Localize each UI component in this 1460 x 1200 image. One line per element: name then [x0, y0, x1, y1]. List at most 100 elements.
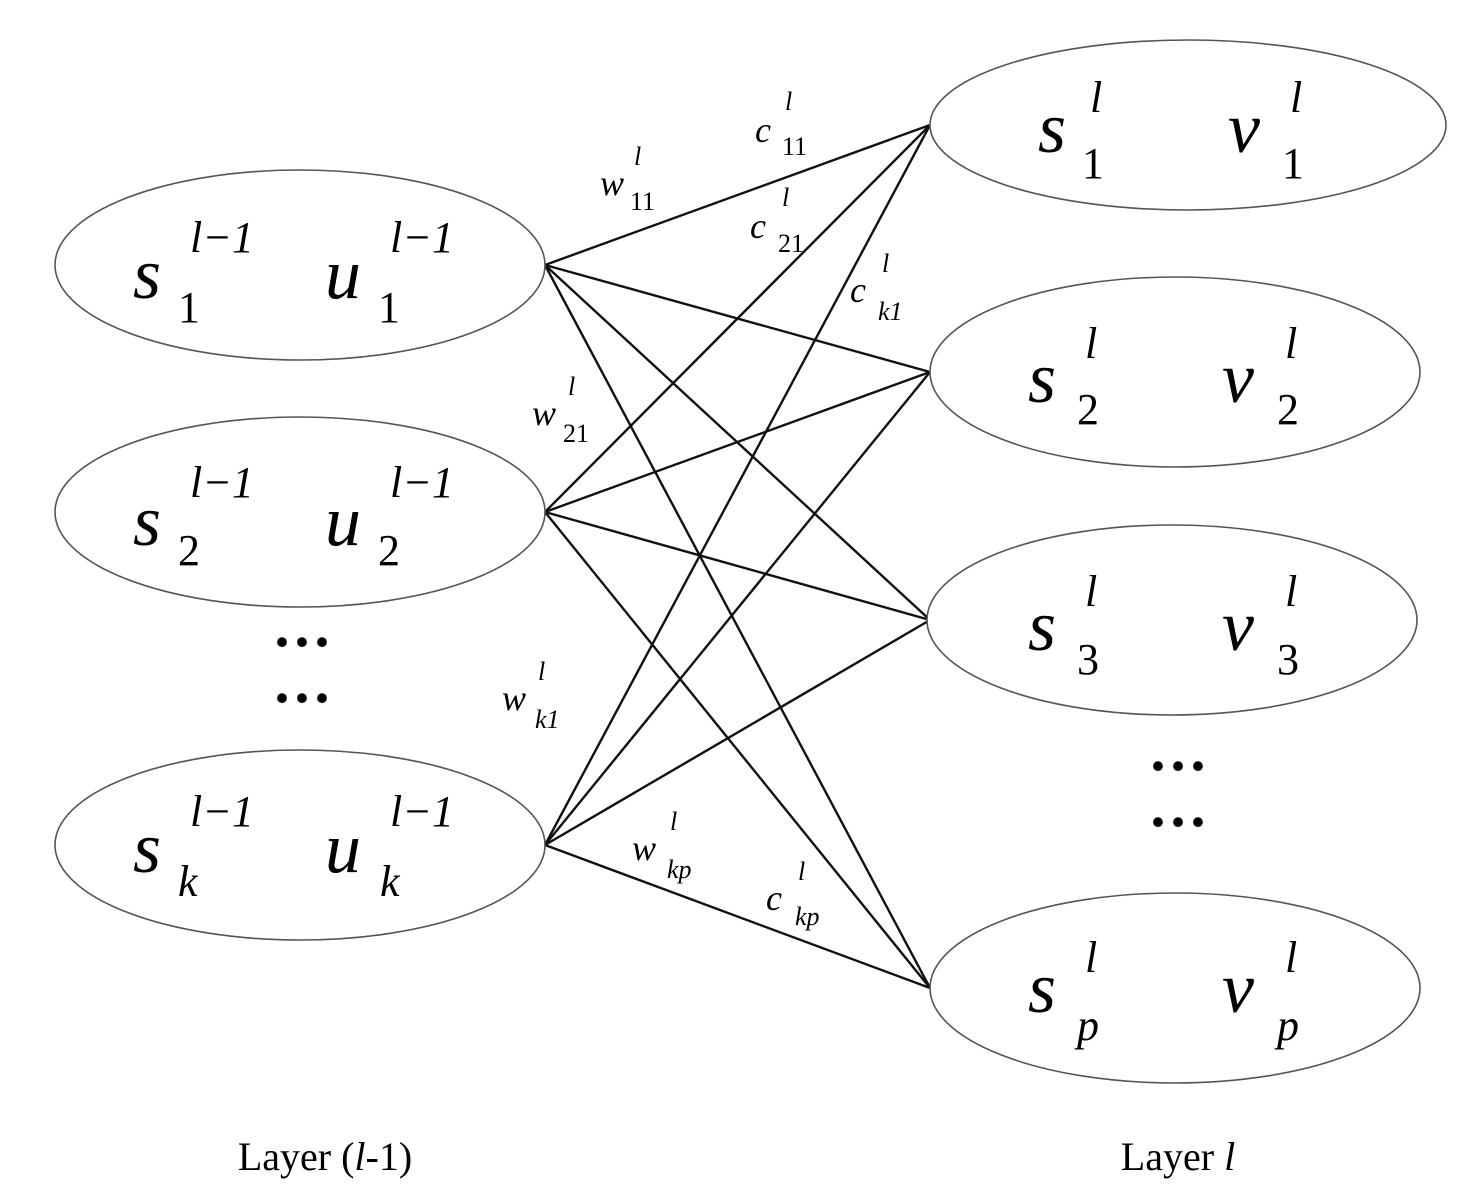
node-right-2-s: s	[1028, 338, 1056, 418]
edge-k-2	[544, 371, 931, 846]
connection-label-c21: c l 21	[750, 183, 804, 258]
left-ellipsis-bottom: ···	[272, 665, 332, 731]
c11-sup: l	[785, 87, 792, 116]
edges	[543, 123, 932, 990]
edge-2-3	[544, 510, 931, 622]
node-left-1-s-sub: 1	[178, 283, 200, 332]
node-right-3-s-sub: 3	[1077, 635, 1099, 684]
edge-2-p	[544, 511, 931, 989]
node-right-2-v-sup: l	[1285, 319, 1297, 368]
node-right-1-v-sub: 1	[1282, 139, 1304, 188]
wkp-base: w	[632, 828, 656, 868]
left-ellipsis-top: ···	[272, 609, 332, 675]
node-right-3-s-sup: l	[1085, 567, 1097, 616]
node-right-3: s l 3 v l 3	[926, 524, 1418, 716]
node-left-2-s-sub: 2	[178, 526, 200, 575]
node-right-2-v: v	[1222, 338, 1254, 418]
node-left-k: s l−1 k u l−1 k	[54, 749, 546, 941]
node-right-p-s-sub: p	[1074, 1001, 1099, 1050]
node-left-1: s l−1 1 u l−1 1	[54, 169, 546, 361]
node-right-2: s l 2 v l 2	[929, 276, 1421, 468]
node-right-3-v-sub: 3	[1277, 635, 1299, 684]
w11-base: w	[600, 163, 624, 203]
node-left-2-s-sup: l−1	[190, 458, 254, 507]
node-right-1-s-sub: 1	[1082, 139, 1104, 188]
node-right-p: s l p v l p	[929, 892, 1421, 1084]
wkp-sub: kp	[667, 855, 692, 884]
node-left-2-u: u	[325, 481, 361, 561]
weight-label-w11: w l 11	[600, 142, 655, 216]
node-left-1-u: u	[325, 234, 361, 314]
node-left-k-shape	[54, 749, 546, 941]
node-right-1-v: v	[1228, 88, 1260, 168]
c21-sub: 21	[778, 229, 804, 258]
edge-k-1	[543, 124, 932, 846]
wk1-base: w	[502, 678, 526, 718]
node-right-p-s: s	[1028, 948, 1056, 1028]
node-right-p-shape	[929, 892, 1421, 1084]
layer-right-label: Layer l	[1121, 1134, 1235, 1179]
node-right-1: s l 1 v l 1	[929, 39, 1447, 211]
ck1-sub: k1	[878, 297, 903, 326]
node-left-1-s-sup: l−1	[190, 213, 254, 262]
ck1-sup: l	[882, 249, 889, 278]
connection-label-ck1: c l k1	[850, 249, 903, 326]
node-right-p-s-sup: l	[1085, 933, 1097, 982]
ckp-base: c	[766, 878, 782, 918]
node-right-p-v: v	[1222, 948, 1254, 1028]
node-right-2-shape	[929, 276, 1421, 468]
right-ellipsis-bottom: ···	[1148, 789, 1208, 855]
w21-base: w	[532, 393, 556, 433]
edge-2-1	[544, 124, 931, 513]
ckp-sup: l	[798, 857, 805, 886]
wk1-sub: k1	[535, 705, 560, 734]
w21-sub: 21	[563, 419, 589, 448]
node-left-1-shape	[54, 169, 546, 361]
node-right-3-s: s	[1028, 586, 1056, 666]
connection-label-c11: c l 11	[755, 87, 807, 161]
node-right-1-s-sup: l	[1090, 73, 1102, 122]
ck1-base: c	[850, 270, 866, 310]
w11-sup: l	[634, 142, 641, 171]
node-right-3-v-sup: l	[1285, 567, 1297, 616]
c11-sub: 11	[782, 132, 807, 161]
node-right-2-v-sub: 2	[1277, 385, 1299, 434]
node-left-k-u-sup: l−1	[390, 787, 454, 836]
node-left-2-u-sup: l−1	[390, 458, 454, 507]
edge-1-1	[544, 123, 931, 267]
node-left-2-s: s	[133, 481, 161, 561]
ckp-sub: kp	[795, 902, 820, 931]
node-right-1-v-sup: l	[1290, 73, 1302, 122]
node-left-k-s: s	[133, 808, 161, 888]
w21-sup: l	[568, 372, 575, 401]
weight-label-w21: w l 21	[532, 372, 589, 448]
node-right-2-s-sup: l	[1085, 319, 1097, 368]
node-left-k-u: u	[325, 808, 361, 888]
node-right-3-shape	[926, 524, 1418, 716]
node-left-2-u-sub: 2	[378, 526, 400, 575]
weight-label-wkp: w l kp	[632, 807, 692, 884]
node-right-2-s-sub: 2	[1077, 385, 1099, 434]
edge-k-3	[544, 618, 931, 847]
c11-base: c	[755, 110, 771, 150]
wk1-sup: l	[538, 657, 545, 686]
connection-label-ckp: c l kp	[766, 857, 820, 931]
edge-1-p	[543, 264, 932, 989]
weight-label-wk1: w l k1	[502, 657, 560, 734]
node-left-2: s l−1 2 u l−1 2	[54, 416, 546, 608]
node-right-1-shape	[929, 39, 1447, 211]
edge-k-p	[544, 843, 931, 990]
edge-2-2	[544, 370, 931, 514]
layer-left-label: Layer (l-1)	[238, 1134, 412, 1179]
node-left-k-u-sub: k	[380, 857, 401, 906]
node-left-1-u-sub: 1	[378, 283, 400, 332]
node-left-k-s-sub: k	[178, 857, 199, 906]
node-left-2-shape	[54, 416, 546, 608]
wkp-sup: l	[670, 807, 677, 836]
c21-base: c	[750, 206, 766, 246]
node-left-1-s: s	[133, 234, 161, 314]
node-left-k-s-sup: l−1	[190, 787, 254, 836]
node-left-1-u-sup: l−1	[390, 213, 454, 262]
node-right-3-v: v	[1222, 586, 1254, 666]
